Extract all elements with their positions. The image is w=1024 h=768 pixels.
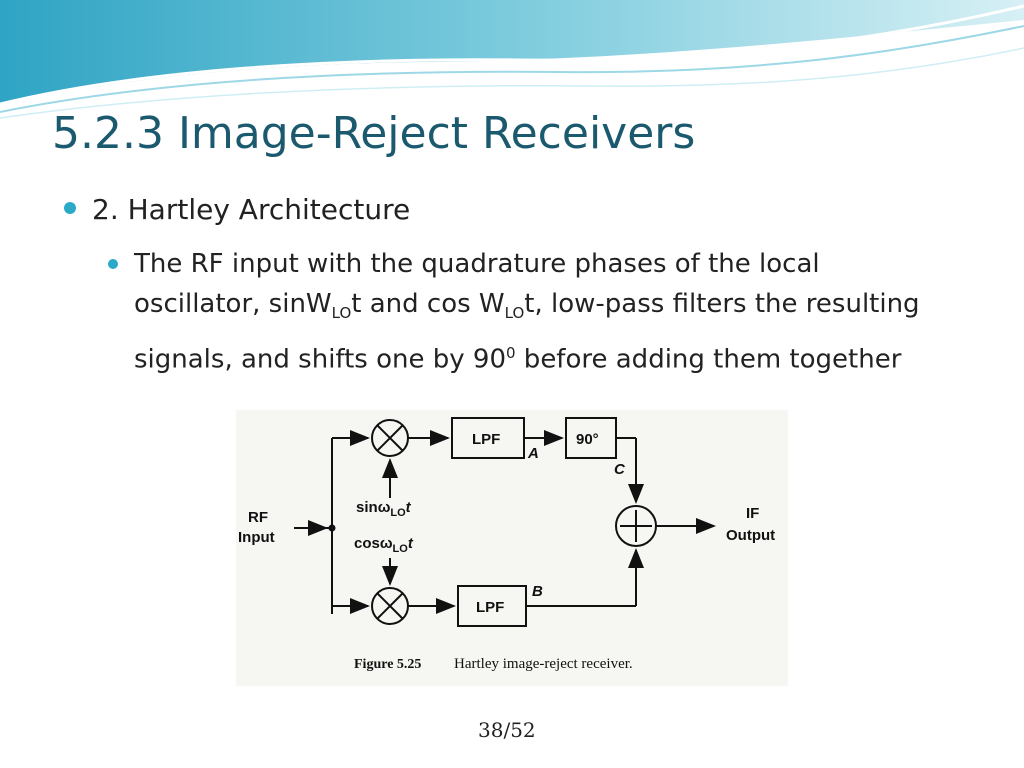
svg-text:cosωLOt: cosωLOt <box>354 535 414 555</box>
figure-caption-label: Figure 5.25 <box>354 657 421 672</box>
sin-lo-label: sinωLOt <box>356 499 412 519</box>
rf-input-label-1: RF <box>248 509 268 526</box>
page-number: 38/52 <box>478 718 536 742</box>
bullet-dot-icon <box>108 259 118 269</box>
cos-lo-label: cosωLOt <box>354 535 414 555</box>
bullet-dot-icon <box>64 202 76 214</box>
bullet-level2: The RF input with the quadrature phases … <box>108 244 948 380</box>
svg-text:sinωLOt: sinωLOt <box>356 499 412 519</box>
if-output-label-1: IF <box>746 505 759 522</box>
node-a-label: A <box>527 445 539 462</box>
lpf-top-label: LPF <box>472 431 500 448</box>
phase-shift-label: 90° <box>576 431 599 448</box>
node-b-label: B <box>532 583 543 600</box>
bullet-level2-text: The RF input with the quadrature phases … <box>134 249 920 375</box>
bullet-level1: 2. Hartley Architecture <box>64 193 410 226</box>
lpf-bottom-label: LPF <box>476 599 504 616</box>
header-wave-decoration <box>0 0 1024 119</box>
figure-caption-text: Hartley image-reject receiver. <box>454 656 633 672</box>
hartley-receiver-figure: RF Input LPF LPF 90° A B C IF Output sin… <box>236 410 788 686</box>
node-c-label: C <box>614 461 626 478</box>
if-output-label-2: Output <box>726 527 775 544</box>
rf-input-label-2: Input <box>238 529 275 546</box>
bullet-level1-text: 2. Hartley Architecture <box>92 193 411 226</box>
slide-title: 5.2.3 Image-Reject Receivers <box>52 108 696 159</box>
